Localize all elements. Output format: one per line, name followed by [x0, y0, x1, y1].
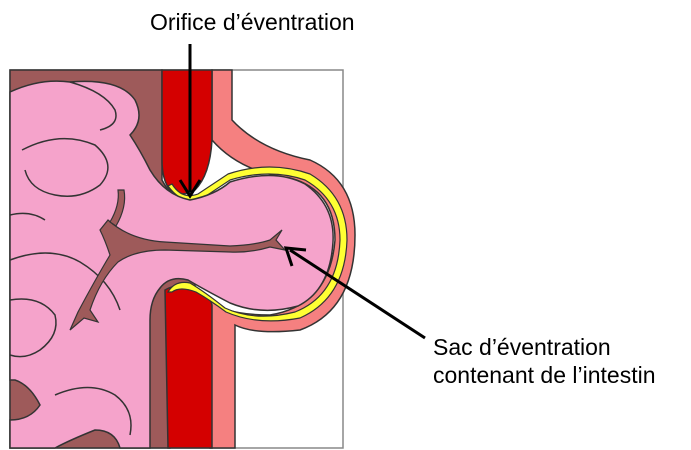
sac-label-line2: contenant de l’intestin: [433, 361, 656, 389]
orifice-label: Orifice d’éventration: [150, 8, 355, 36]
muscle-upper: [162, 70, 212, 194]
sac-label: Sac d’éventration contenant de l’intesti…: [433, 333, 656, 389]
sac-label-line1: Sac d’éventration: [433, 333, 656, 361]
muscle-lower: [165, 286, 212, 448]
